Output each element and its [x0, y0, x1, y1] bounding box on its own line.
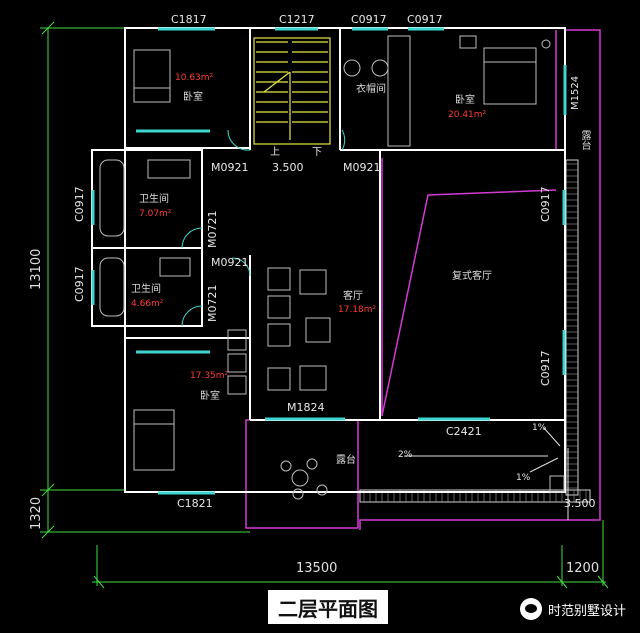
dimension-overall-width: 13500	[296, 561, 338, 576]
window-label-c1817: C1817	[171, 13, 207, 26]
window-label-c0917-left-a: C0917	[73, 186, 86, 222]
slope-arrows	[404, 427, 569, 520]
walls	[91, 27, 566, 493]
window-label-c0917-top-a: C0917	[351, 13, 387, 26]
window-label-c0917-left-b: C0917	[73, 266, 86, 302]
stair-symbol	[253, 37, 331, 145]
stair-level-label: 3.500	[272, 161, 304, 174]
stair-down-label: 下	[312, 147, 322, 158]
window-label-c0917-top-b: C0917	[407, 13, 443, 26]
bedroom-nw-area: 10.63m²	[175, 73, 214, 83]
dimension-lines	[40, 21, 609, 589]
terrace-railing	[359, 159, 591, 503]
door-label-m0921-c: M0921	[211, 256, 249, 269]
balcony-level-label: 3.500	[564, 497, 596, 510]
door-label-m0721-a: M0721	[206, 210, 219, 249]
bedroom-ne-name: 卧室	[455, 95, 475, 106]
bath-1-name: 卫生间	[139, 194, 169, 205]
windows	[91, 27, 567, 495]
bedroom-sw-area: 17.35m²	[190, 371, 229, 381]
terrace-south-name: 露台	[336, 455, 356, 466]
stair-up-label: 上	[270, 147, 280, 158]
dimension-balcony-depth: 1320	[29, 496, 44, 530]
living-area: 17.18m²	[338, 305, 377, 315]
door-label-m0921-b: M0921	[343, 161, 381, 174]
bedroom-sw-name: 卧室	[200, 391, 220, 402]
duplex-living-name: 复式客厅	[452, 271, 492, 282]
plan-title-box: 二层平面图	[268, 590, 388, 624]
door-label-m0721-b: M0721	[206, 284, 219, 323]
furniture	[99, 35, 565, 500]
bath-2-name: 卫生间	[131, 284, 161, 295]
bedroom-nw-name: 卧室	[183, 92, 203, 103]
door-label-m0921-a: M0921	[211, 161, 249, 174]
door-label-m1824: M1824	[287, 401, 325, 414]
brand-name: 时范别墅设计	[547, 603, 626, 619]
bath-2-area: 4.66m²	[131, 299, 164, 309]
bath-1-area: 7.07m²	[139, 209, 172, 219]
window-label-c1217: C1217	[279, 13, 315, 26]
window-label-c2421: C2421	[446, 425, 482, 438]
closet-name: 衣帽间	[356, 84, 386, 95]
window-label-c0917-right-a: C0917	[539, 186, 552, 222]
living-name: 客厅	[343, 291, 363, 302]
plan-title: 二层平面图	[278, 596, 378, 621]
door-label-m1524: M1524	[570, 75, 581, 110]
window-label-c0917-right-b: C0917	[539, 350, 552, 386]
terrace-outline	[245, 29, 601, 530]
slope-label-2pct: 2%	[398, 450, 413, 460]
slope-label-1pct-b: 1%	[532, 423, 547, 433]
terrace-east-name: 露台	[579, 130, 590, 150]
dimension-right-extension: 1200	[566, 561, 600, 576]
window-label-c1821: C1821	[177, 497, 213, 510]
dimension-overall-height: 13100	[29, 248, 44, 290]
door-swings	[181, 129, 346, 327]
slope-label-1pct-a: 1%	[516, 473, 531, 483]
wechat-icon	[519, 598, 542, 620]
bedroom-ne-area: 20.41m²	[448, 110, 487, 120]
brand-watermark: 时范别墅设计	[519, 598, 626, 620]
